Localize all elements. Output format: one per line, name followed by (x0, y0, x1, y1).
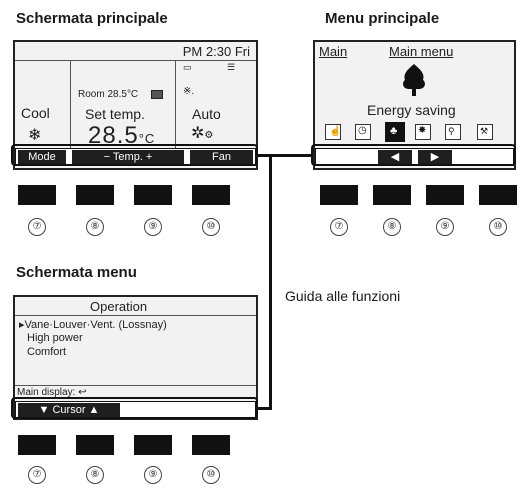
fn-temp-label: − Temp. + (72, 150, 184, 164)
menu-item-2: Comfort (27, 346, 67, 358)
main-screen-function-bar: Mode − Temp. + Fan (15, 148, 256, 166)
fn-cursor-label: ▼ Cursor ▲ (18, 403, 120, 417)
menu-item-0: Vane·Louver·Vent. (Lossnay) (24, 319, 167, 331)
menu-screen-display: Operation ▸Vane·Louver·Vent. (Lossnay) H… (13, 295, 258, 420)
selected-menu-item: Energy saving (367, 102, 456, 118)
button-number-10-menu: ⑩ (489, 218, 507, 236)
left-divider (70, 60, 71, 148)
set-temp-label: Set temp. (85, 106, 145, 122)
button-8-main[interactable] (76, 185, 114, 205)
fan-mode-label: Auto (192, 106, 221, 122)
room-temp-unit: °C (126, 89, 139, 100)
button-10-menu[interactable] (479, 185, 517, 205)
energy-icon: ♣ (385, 122, 405, 142)
louver-icon: ※. (183, 86, 195, 97)
energy-saving-icon (403, 64, 425, 96)
hand-icon: ☝ (325, 124, 341, 140)
button-7-main[interactable] (18, 185, 56, 205)
fn-left-arrow: ◀ (378, 150, 412, 164)
filter-icon: ▭ (183, 62, 192, 72)
button-10-main[interactable] (192, 185, 230, 205)
button-number-7-menu: ⑦ (330, 218, 348, 236)
button-7-menu[interactable] (320, 185, 358, 205)
clock-icon: ◷ (355, 124, 371, 140)
tools-icon: ⚒ (477, 124, 493, 140)
function-bar-highlight-menu (311, 144, 516, 166)
clock-display: PM 2:30 Fri (183, 44, 250, 59)
button-number-9: ⑨ (144, 218, 162, 236)
button-number-8-menu: ⑧ (383, 218, 401, 236)
menu-screen-function-bar: ▼ Cursor ▲ (15, 401, 256, 419)
button-9-main[interactable] (134, 185, 172, 205)
set-temp-unit: °C (138, 131, 156, 146)
button-8-menu[interactable] (373, 185, 411, 205)
menu-item-selected: ▸Vane·Louver·Vent. (Lossnay) (19, 319, 167, 331)
room-temp-display: Room 28.5°C (78, 89, 138, 100)
button-number-10-menu-screen: ⑩ (202, 466, 220, 484)
gear-icon: ✸ (415, 124, 431, 140)
button-number-10: ⑩ (202, 218, 220, 236)
fan-icon: ✲⚙ (191, 125, 214, 142)
main-menu-heading: Menu principale (325, 10, 440, 27)
menu-footer-divider (15, 385, 256, 386)
mode-label: Cool (21, 105, 50, 121)
menu-footer: Main display: ↩ (17, 387, 87, 398)
time-prefix: PM (182, 44, 203, 59)
room-temp-value: 28.5 (107, 89, 127, 100)
wrench-person-icon: ⚲ (445, 124, 461, 140)
cool-snowflake-icon: ❄ (28, 127, 42, 144)
main-screen-display: PM 2:30 Fri ▭ ☰ ※. Cool ❄ Room 28.5°C Se… (13, 40, 258, 170)
fn-mode-label: Mode (18, 150, 66, 164)
connector-main-to-menu (258, 154, 313, 157)
button-number-9-menu-screen: ⑨ (144, 466, 162, 484)
button-7-menu-screen[interactable] (18, 435, 56, 455)
button-number-7-menu-screen: ⑦ (28, 466, 46, 484)
button-number-8-menu-screen: ⑧ (86, 466, 104, 484)
top-divider (15, 60, 256, 61)
function-bar-highlight-main (11, 144, 258, 166)
function-bar-highlight-menu-screen (11, 397, 258, 419)
menu-screen-title: Operation (90, 299, 148, 314)
button-number-8: ⑧ (86, 218, 104, 236)
function-guide-label: Guida alle funzioni (285, 288, 401, 304)
main-menu-display: Main Main menu Energy saving ☝ ◷ ♣ ✸ ⚲ ⚒… (313, 40, 516, 170)
fn-fan-label: Fan (190, 150, 253, 164)
button-9-menu-screen[interactable] (134, 435, 172, 455)
connector-to-menu-screen (258, 407, 272, 410)
main-tab-label: Main (319, 44, 348, 59)
menu-screen-heading: Schermata menu (16, 264, 137, 281)
vent-icon: ☰ (227, 62, 236, 72)
day-value: Fri (234, 44, 250, 59)
sensor-icon (151, 90, 163, 99)
menu-item-1: High power (27, 332, 83, 344)
fn-right-arrow: ▶ (418, 150, 452, 164)
main-screen-heading: Schermata principale (16, 10, 168, 27)
button-8-menu-screen[interactable] (76, 435, 114, 455)
main-menu-title: Main menu (389, 44, 454, 59)
button-number-7: ⑦ (28, 218, 46, 236)
button-10-menu-screen[interactable] (192, 435, 230, 455)
right-divider (175, 60, 176, 148)
connector-vertical (269, 154, 272, 410)
time-value: 2:30 (205, 44, 232, 59)
room-label: Room (78, 89, 105, 100)
menu-title-divider (15, 315, 256, 316)
button-9-menu[interactable] (426, 185, 464, 205)
button-number-9-menu: ⑨ (436, 218, 454, 236)
